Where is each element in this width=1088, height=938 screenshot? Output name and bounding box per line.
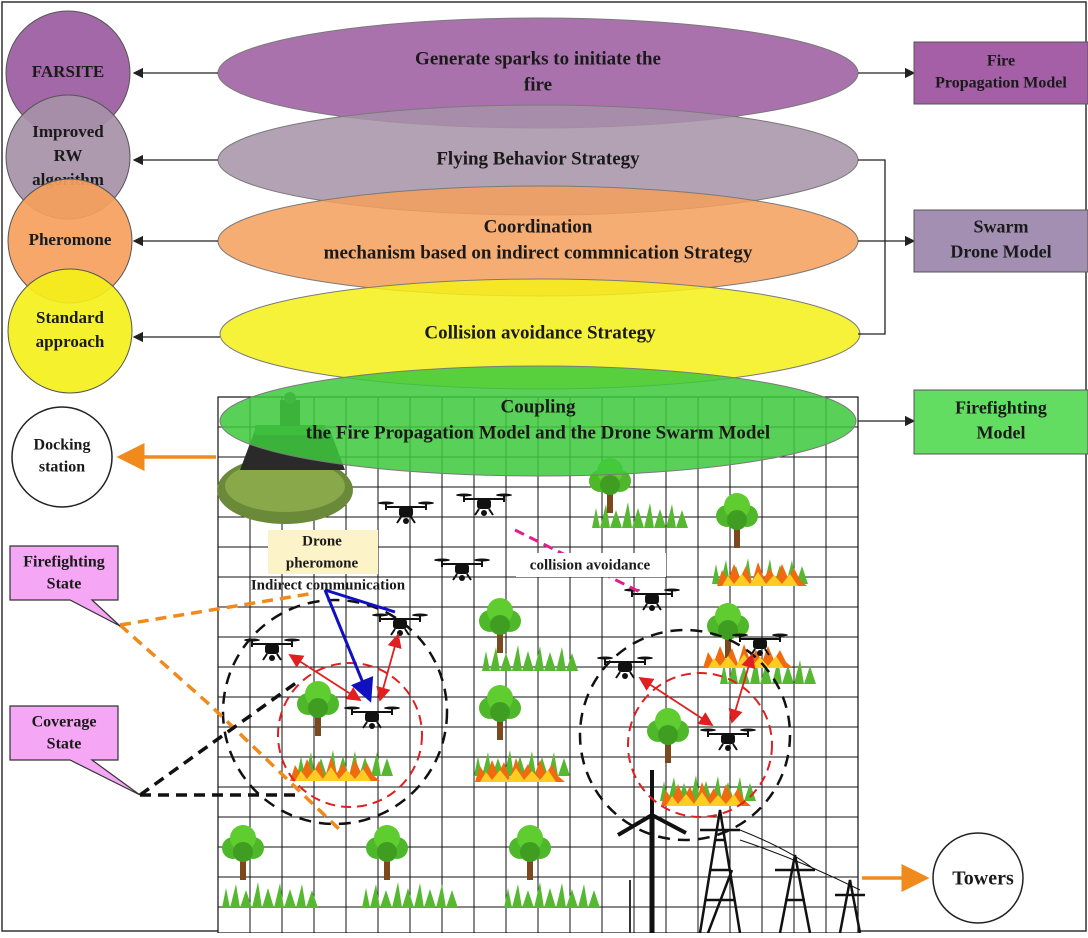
drone-label: Drone bbox=[302, 533, 342, 549]
layer-label: fire bbox=[524, 74, 552, 95]
model-box bbox=[913, 41, 1088, 105]
coverage-state-callout bbox=[9, 705, 141, 796]
method-label: Standard bbox=[36, 308, 105, 327]
towers-circle bbox=[932, 832, 1024, 924]
layer-label: Coupling bbox=[501, 396, 576, 417]
method-label: Pheromone bbox=[29, 230, 112, 249]
collision-arrows bbox=[288, 633, 756, 726]
power-tower-icon bbox=[698, 809, 865, 934]
pheromone-label-bg bbox=[268, 530, 378, 574]
indirect-communication-label: Indirect communication bbox=[251, 577, 406, 593]
method-label: FARSITE bbox=[32, 62, 104, 81]
firefighting-state-label: State bbox=[47, 576, 82, 593]
layer-label: Flying Behavior Strategy bbox=[436, 148, 640, 169]
wind-turbine-icon bbox=[616, 770, 687, 933]
layer-label: Generate sparks to initiate the bbox=[415, 48, 661, 69]
pheromone-link bbox=[323, 589, 374, 703]
model-label: Firefighting bbox=[955, 398, 1047, 418]
method-label: Improved bbox=[32, 122, 104, 141]
method-label: RW bbox=[54, 146, 83, 165]
drone-coverage-circle bbox=[578, 628, 792, 842]
docking-station-label: station bbox=[39, 459, 85, 476]
method-label: approach bbox=[36, 332, 105, 351]
layer-label: Collision avoidance Strategy bbox=[424, 322, 656, 343]
model-label: Model bbox=[977, 423, 1026, 443]
towers-label: Towers bbox=[952, 868, 1014, 890]
model-box bbox=[913, 389, 1088, 455]
drone-collision-circle bbox=[627, 672, 773, 818]
collision-label-bg bbox=[516, 553, 666, 577]
model-box bbox=[913, 209, 1088, 273]
pheromone-link bbox=[324, 588, 396, 614]
method-circle bbox=[7, 268, 133, 394]
callout-lines bbox=[118, 591, 342, 832]
layer-label: the Fire Propagation Model and the Drone… bbox=[306, 422, 770, 443]
layer-label: Coordination bbox=[484, 216, 593, 237]
drone-coverage-circle bbox=[221, 598, 449, 826]
layer-label: mechanism based on indirect commnication… bbox=[324, 242, 753, 263]
model-label: Swarm bbox=[974, 217, 1029, 237]
firefighting-state-label: Firefighting bbox=[23, 554, 104, 571]
pheromone-label: pheromone bbox=[286, 555, 359, 571]
model-label: Drone Model bbox=[950, 242, 1051, 262]
model-label: Fire bbox=[987, 53, 1015, 70]
connector-arrows bbox=[132, 67, 916, 427]
model-label: Propagation Model bbox=[935, 75, 1067, 92]
docking-station-circle bbox=[11, 406, 113, 508]
coverage-state-label: Coverage bbox=[32, 714, 97, 731]
coverage-state-label: State bbox=[47, 736, 82, 753]
collision-avoidance-label: collision avoidance bbox=[530, 557, 651, 573]
firefighting-state-callout bbox=[9, 545, 121, 627]
layer-ellipse bbox=[219, 365, 857, 477]
docking-station-label: Docking bbox=[34, 437, 91, 454]
